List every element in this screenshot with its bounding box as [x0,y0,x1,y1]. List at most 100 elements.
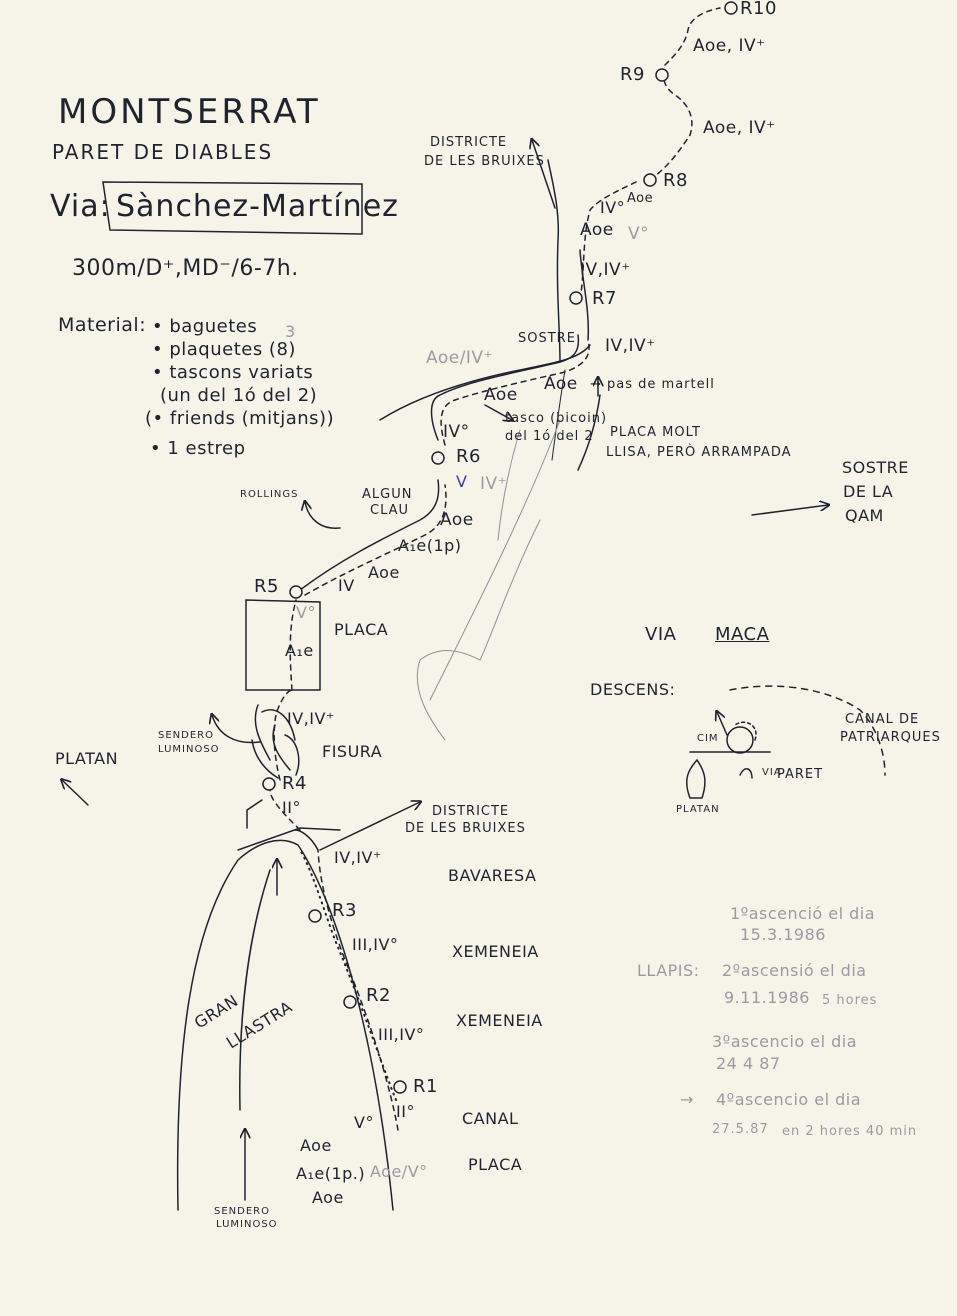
label-placa-molt: LLISA, PERÒ ARRAMPADA [606,445,792,460]
label-rollings: ROLLINGS [240,489,299,500]
belay-r1 [393,1080,407,1094]
route-stats: 300m/D⁺,MD⁻/6-7h. [72,256,299,281]
belay-r7 [569,291,583,305]
title: MONTSERRAT [58,92,321,132]
grade-a1e: A₁e(1p) [398,536,462,555]
ascent-arrow: → [680,1090,694,1109]
route-line-r6-sostre [430,334,580,441]
grade-r6-pencil: IV⁺ [480,474,508,494]
placa-molt-outline [577,394,601,471]
ascent-1-date: 15.3.1986 [740,925,826,944]
label-districte-top: DE LES BRUIXES [424,154,545,169]
label-districte-top: DISTRICTE [430,135,508,150]
grade-sostre-pencil: Aoe/IV⁺ [426,348,494,368]
grade-r1: II° [396,1102,415,1121]
ascent-3: 3ºascencio el dia [712,1032,858,1051]
arrow-sostre-qam [751,505,828,516]
belay-label-r7: R7 [592,288,617,309]
material-item: (un del 1ó del 2) [160,385,318,406]
upper-gully [547,159,561,363]
label-cim: CIM [697,733,719,744]
belay-label-r10: R10 [740,0,777,19]
label-platan-small: PLATAN [676,804,720,815]
via-prefix: Via: [50,189,111,224]
label-bavaresa: BAVARESA [448,866,537,885]
sostre-roof [379,344,591,421]
label-sendero-top: SENDERO [158,730,214,741]
arrow-sendero-top [212,715,261,744]
route-line-r5-r6 [299,479,440,591]
grade-r7: IV,IV⁺ [580,260,631,280]
grade-placa-b: A₁e(1p.) [296,1164,366,1183]
ascent-4: 4ºascencio el dia [716,1090,862,1109]
belay-r5 [289,585,303,599]
grade-placa-c: Aoe [312,1188,344,1207]
label-descens: DESCENS: [590,680,676,699]
ascent-1: 1ºascenció el dia [730,904,876,923]
label-districte-mid: DISTRICTE [432,804,510,819]
label-xemeneia-1: XEMENEIA [452,942,539,961]
grade-placa-pencil: Aoe/V° [370,1162,428,1181]
grade-fisura: IV,IV⁺ [287,709,335,728]
grade-v-r5: V° [296,603,316,622]
grade-r8-pencil: V° [628,224,650,244]
label-sendero-bottom: LUMINOSO [216,1219,278,1230]
belay-label-r8: R8 [663,170,688,191]
arrow-tasco [484,404,512,420]
ascent-2: 2ºascensió el dia [722,961,867,980]
grade-r4: II° [282,798,301,817]
belay-r10 [724,1,738,15]
gran-llastra-outline [176,839,394,1211]
belay-label-r3: R3 [332,900,357,921]
gran-llastra-inner [239,869,271,1111]
route-line-lower [317,849,399,1131]
label-placa-molt: PLACA MOLT [610,425,701,440]
ascent-4-date: 27.5.87 [712,1122,769,1137]
grade-r6-below: V [456,472,468,491]
grade-r9-r8: Aoe, IV⁺ [703,118,776,138]
base-ledge [237,827,341,851]
belay-label-r1: R1 [413,1076,438,1097]
label-canal: CANAL [462,1109,519,1128]
arrow-platan [62,780,89,806]
route-line-lower-dots [299,849,397,1101]
belay-label-r5: R5 [254,576,279,597]
fisura-blocks [251,704,300,779]
label-canal-patriarques: PATRIARQUES [840,730,941,745]
belay-r9 [655,68,669,82]
arrow-districte-mid [319,802,420,851]
belay-label-r9: R9 [620,64,645,85]
ascent-llapis: LLAPIS: [637,961,700,980]
label-placa-bottom: PLACA [468,1155,523,1174]
arrow-districte-top [532,140,556,209]
grade-iv-r5: IV [338,576,355,595]
belay-r6 [431,451,445,465]
belay-label-r6: R6 [456,446,481,467]
grade-r2: III,IV° [378,1025,425,1044]
grade-r6-above: IV° [443,422,470,442]
label-pas-martell: → pas de martell [590,377,715,392]
belay-label-r4: R4 [282,773,307,794]
label-sostre-qam: SOSTRE [842,458,909,477]
arrow-rollings [305,502,341,529]
grade-r10-r9: Aoe, IV⁺ [693,36,766,56]
grade-canal: V° [354,1113,374,1132]
material-label: Material: [58,314,147,336]
label-algun-clau: ALGUN [362,487,413,502]
material-pencil-note: 3 [285,322,296,341]
label-paret-small: PARET [777,767,824,782]
belay-label-r2: R2 [366,985,391,1006]
label-via-maca: VIA [645,624,677,645]
belay-r4 [262,777,276,791]
label-xemeneia-2: XEMENEIA [456,1011,543,1030]
label-districte-mid: DE LES BRUIXES [405,821,526,836]
label-platan: PLATAN [55,749,119,768]
material-item: • tascons variats [152,362,314,383]
grade-r3: III,IV° [352,935,399,954]
label-sostre: SOSTRE [518,331,576,346]
material-item: • 1 estrep [150,438,246,459]
material-item: • baguetes [152,316,258,337]
grade-bavaresa: IV,IV⁺ [334,848,382,867]
